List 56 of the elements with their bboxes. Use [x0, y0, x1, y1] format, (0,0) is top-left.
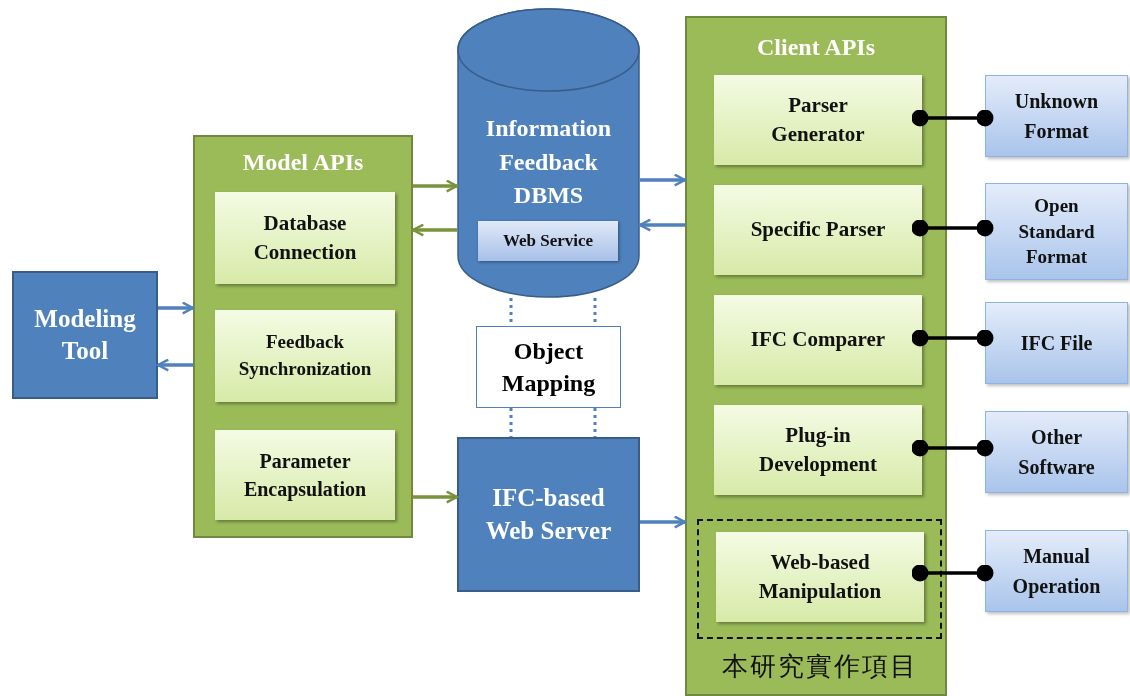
- mapping-box: [476, 326, 621, 408]
- process-box: [12, 271, 158, 399]
- box-label: IFC Comparer: [749, 326, 887, 354]
- box-label: Object Mapping: [500, 336, 597, 398]
- module-box: [714, 75, 922, 165]
- boundary-caption: 本研究實作項目: [720, 650, 919, 683]
- box-label: Other Software: [1017, 425, 1096, 480]
- external-box: [985, 75, 1128, 157]
- arrow: [156, 358, 193, 372]
- database-cylinder: [457, 8, 640, 298]
- box-label: Database Connection: [252, 209, 358, 266]
- box-label: IFC File: [1019, 331, 1094, 356]
- box-label: Parser Generator: [770, 91, 866, 148]
- arrow: [638, 218, 685, 232]
- arrow: [640, 173, 687, 187]
- box-label: Parameter Encapsulation: [242, 449, 368, 503]
- group-title: Model APIs: [241, 149, 365, 176]
- connector-line: [911, 109, 994, 127]
- database-label: Information Feedback DBMS: [484, 114, 613, 211]
- arrow: [413, 179, 459, 193]
- box-label: Specific Parser: [749, 216, 887, 244]
- box-label: Manual Operation: [1011, 544, 1102, 600]
- arrow: [158, 301, 195, 315]
- external-box: [985, 302, 1128, 384]
- module-box: [714, 405, 922, 495]
- arrow: [411, 223, 457, 237]
- box-label: Feedback Synchronization: [237, 330, 373, 381]
- group-title: Client APIs: [756, 34, 876, 61]
- dotted-line: [509, 408, 513, 437]
- process-box: [457, 437, 640, 592]
- group-panel: [685, 16, 947, 696]
- external-box: [985, 411, 1128, 493]
- module-box: [716, 532, 924, 622]
- dotted-line: [593, 408, 597, 437]
- module-box: [714, 185, 922, 275]
- group-panel: [193, 135, 413, 538]
- connector-line: [911, 439, 994, 457]
- connector-line: [911, 219, 994, 237]
- module-box: [215, 310, 395, 402]
- box-label: Open Standard Format: [1017, 194, 1096, 270]
- box-label: Web Service: [501, 231, 595, 251]
- connector-line: [911, 329, 994, 347]
- module-box: [714, 295, 922, 385]
- arrow: [640, 515, 687, 529]
- box-label: IFC-based Web Server: [484, 483, 613, 546]
- arrow: [413, 490, 459, 504]
- box-label: Web-based Manipulation: [757, 548, 883, 605]
- external-box: [985, 530, 1128, 612]
- service-box: [478, 221, 618, 261]
- box-label: Unknown Format: [1013, 89, 1100, 144]
- external-box: [985, 183, 1128, 280]
- module-box: [215, 430, 395, 520]
- connector-line: [911, 564, 994, 582]
- box-label: Modeling Tool: [33, 303, 137, 366]
- module-box: [215, 192, 395, 284]
- box-label: Plug-in Development: [758, 421, 878, 478]
